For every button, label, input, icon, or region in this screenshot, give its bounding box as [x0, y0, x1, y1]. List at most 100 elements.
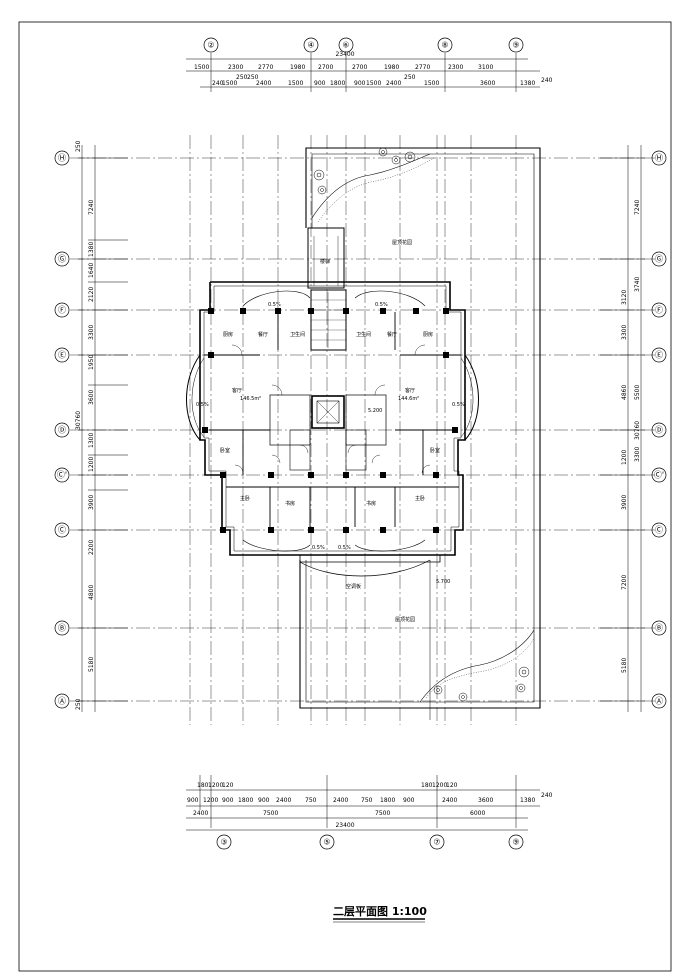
axis-bubble-top-2	[203, 37, 219, 53]
svg-text:7200: 7200	[621, 575, 628, 590]
svg-text:1200: 1200	[432, 782, 447, 789]
svg-text:1980: 1980	[290, 64, 305, 71]
svg-text:0.5%: 0.5%	[196, 402, 209, 408]
svg-text:Ⓖ: Ⓖ	[655, 255, 663, 264]
svg-text:120: 120	[446, 782, 458, 789]
svg-text:卫生间: 卫生间	[356, 331, 371, 338]
svg-text:30760: 30760	[634, 421, 641, 440]
svg-text:主卧: 主卧	[240, 495, 250, 502]
axis-label-bottom-5: ⑤	[323, 838, 330, 847]
svg-text:1500: 1500	[366, 80, 381, 87]
svg-text:3300: 3300	[621, 325, 628, 340]
svg-text:2400: 2400	[386, 80, 401, 87]
svg-text:3600: 3600	[480, 80, 495, 87]
axis-label-left-G: Ⓖ	[58, 255, 66, 264]
svg-text:5180: 5180	[621, 658, 628, 673]
roof-garden-label-bottom: 屋顶花园	[395, 616, 415, 623]
svg-text:厨房: 厨房	[423, 331, 433, 338]
svg-text:1500: 1500	[288, 80, 303, 87]
axis-bubble-top-8	[437, 37, 453, 53]
svg-text:2400: 2400	[256, 80, 271, 87]
top-axis-bubbles: ② ④ ⑥ ⑧ ⑨	[203, 37, 524, 53]
svg-text:240: 240	[212, 80, 224, 87]
building-walls	[186, 227, 479, 720]
roof-terrace	[299, 147, 541, 709]
axis-label-bottom-7: ⑦	[433, 838, 440, 847]
svg-text:主卧: 主卧	[415, 495, 425, 502]
svg-text:1380: 1380	[88, 242, 95, 257]
svg-text:900: 900	[187, 797, 199, 804]
axis-label-left-A: Ⓐ	[58, 697, 66, 706]
svg-text:3300: 3300	[88, 325, 95, 340]
svg-text:144.6m²: 144.6m²	[398, 396, 419, 402]
svg-text:1980: 1980	[384, 64, 399, 71]
axis-label-top-6: ⑥	[342, 41, 349, 50]
svg-text:3600: 3600	[478, 797, 493, 804]
svg-text:1800: 1800	[238, 797, 253, 804]
svg-text:7500: 7500	[263, 810, 278, 817]
left-dimension-chains	[78, 145, 128, 712]
sheet-border	[18, 21, 672, 972]
svg-text:750: 750	[305, 797, 317, 804]
svg-text:1200: 1200	[203, 797, 218, 804]
door-swings	[231, 344, 431, 474]
svg-text:0.5%: 0.5%	[338, 545, 351, 551]
svg-text:2700: 2700	[318, 64, 333, 71]
axis-label-top-2: ②	[207, 41, 214, 50]
svg-text:250: 250	[75, 140, 82, 152]
svg-text:2120: 2120	[88, 287, 95, 302]
svg-text:空调板: 空调板	[346, 583, 361, 590]
svg-text:3740: 3740	[634, 277, 641, 292]
svg-text:180: 180	[197, 782, 209, 789]
structural-columns	[202, 308, 458, 533]
bottom-overall-dim: 23400	[335, 822, 354, 829]
svg-text:书房: 书房	[285, 500, 295, 507]
svg-text:1200: 1200	[88, 457, 95, 472]
svg-text:餐厅: 餐厅	[258, 331, 268, 338]
svg-text:2770: 2770	[258, 64, 273, 71]
svg-text:Ⓓ: Ⓓ	[655, 426, 663, 435]
svg-text:Ⓑ: Ⓑ	[655, 624, 663, 633]
right-dimension-chains	[600, 145, 645, 712]
svg-text:餐厅: 餐厅	[387, 331, 397, 338]
svg-text:1640: 1640	[88, 263, 95, 278]
svg-text:0.5%: 0.5%	[312, 545, 325, 551]
bottom-axis-bubbles: ③ ⑤ ⑦ ⑨	[216, 834, 524, 850]
top-dim-row1: 1500 2300 2770 1980 2700 2700 1980 2770 …	[194, 64, 493, 71]
svg-text:900: 900	[354, 80, 366, 87]
svg-text:240: 240	[541, 77, 553, 84]
svg-text:2770: 2770	[415, 64, 430, 71]
svg-text:120: 120	[222, 782, 234, 789]
axis-label-bottom-9: ⑨	[512, 838, 519, 847]
svg-text:1500: 1500	[222, 80, 237, 87]
svg-text:1500: 1500	[424, 80, 439, 87]
svg-text:1200: 1200	[208, 782, 223, 789]
svg-text:250: 250	[236, 74, 248, 81]
svg-text:1380: 1380	[520, 80, 535, 87]
top-dimension-chains	[186, 53, 540, 92]
axis-label-left-D: Ⓓ	[58, 426, 66, 435]
svg-text:2400: 2400	[333, 797, 348, 804]
svg-text:1300: 1300	[88, 433, 95, 448]
svg-text:1200: 1200	[621, 450, 628, 465]
top-dim-row2: 240 1500 250 250 2400 1500 900 1800 900 …	[212, 74, 553, 87]
axis-label-bottom-3: ③	[220, 838, 227, 847]
svg-text:900: 900	[222, 797, 234, 804]
svg-text:750: 750	[361, 797, 373, 804]
svg-text:Ⓔ: Ⓔ	[655, 351, 663, 360]
svg-text:3100: 3100	[478, 64, 493, 71]
room-labels: 厨房 餐厅 卫生间 卫生间 餐厅 厨房 客厅 146.5m² 客厅 144.6m…	[196, 258, 465, 590]
svg-text:240: 240	[541, 792, 553, 799]
axis-bubble-top-9	[508, 37, 524, 53]
svg-text:卧室: 卧室	[430, 447, 440, 454]
svg-text:6000: 6000	[470, 810, 485, 817]
svg-text:1800: 1800	[330, 80, 345, 87]
svg-text:Ⓒ: Ⓒ	[655, 526, 663, 535]
right-axis-bubbles: Ⓗ Ⓖ Ⓕ Ⓔ Ⓓ Ⓒ' Ⓒ Ⓑ Ⓐ	[651, 150, 667, 709]
svg-text:Ⓐ: Ⓐ	[655, 697, 663, 706]
planting-symbols	[313, 147, 530, 702]
svg-text:5.200: 5.200	[368, 408, 382, 414]
svg-text:7240: 7240	[88, 200, 95, 215]
